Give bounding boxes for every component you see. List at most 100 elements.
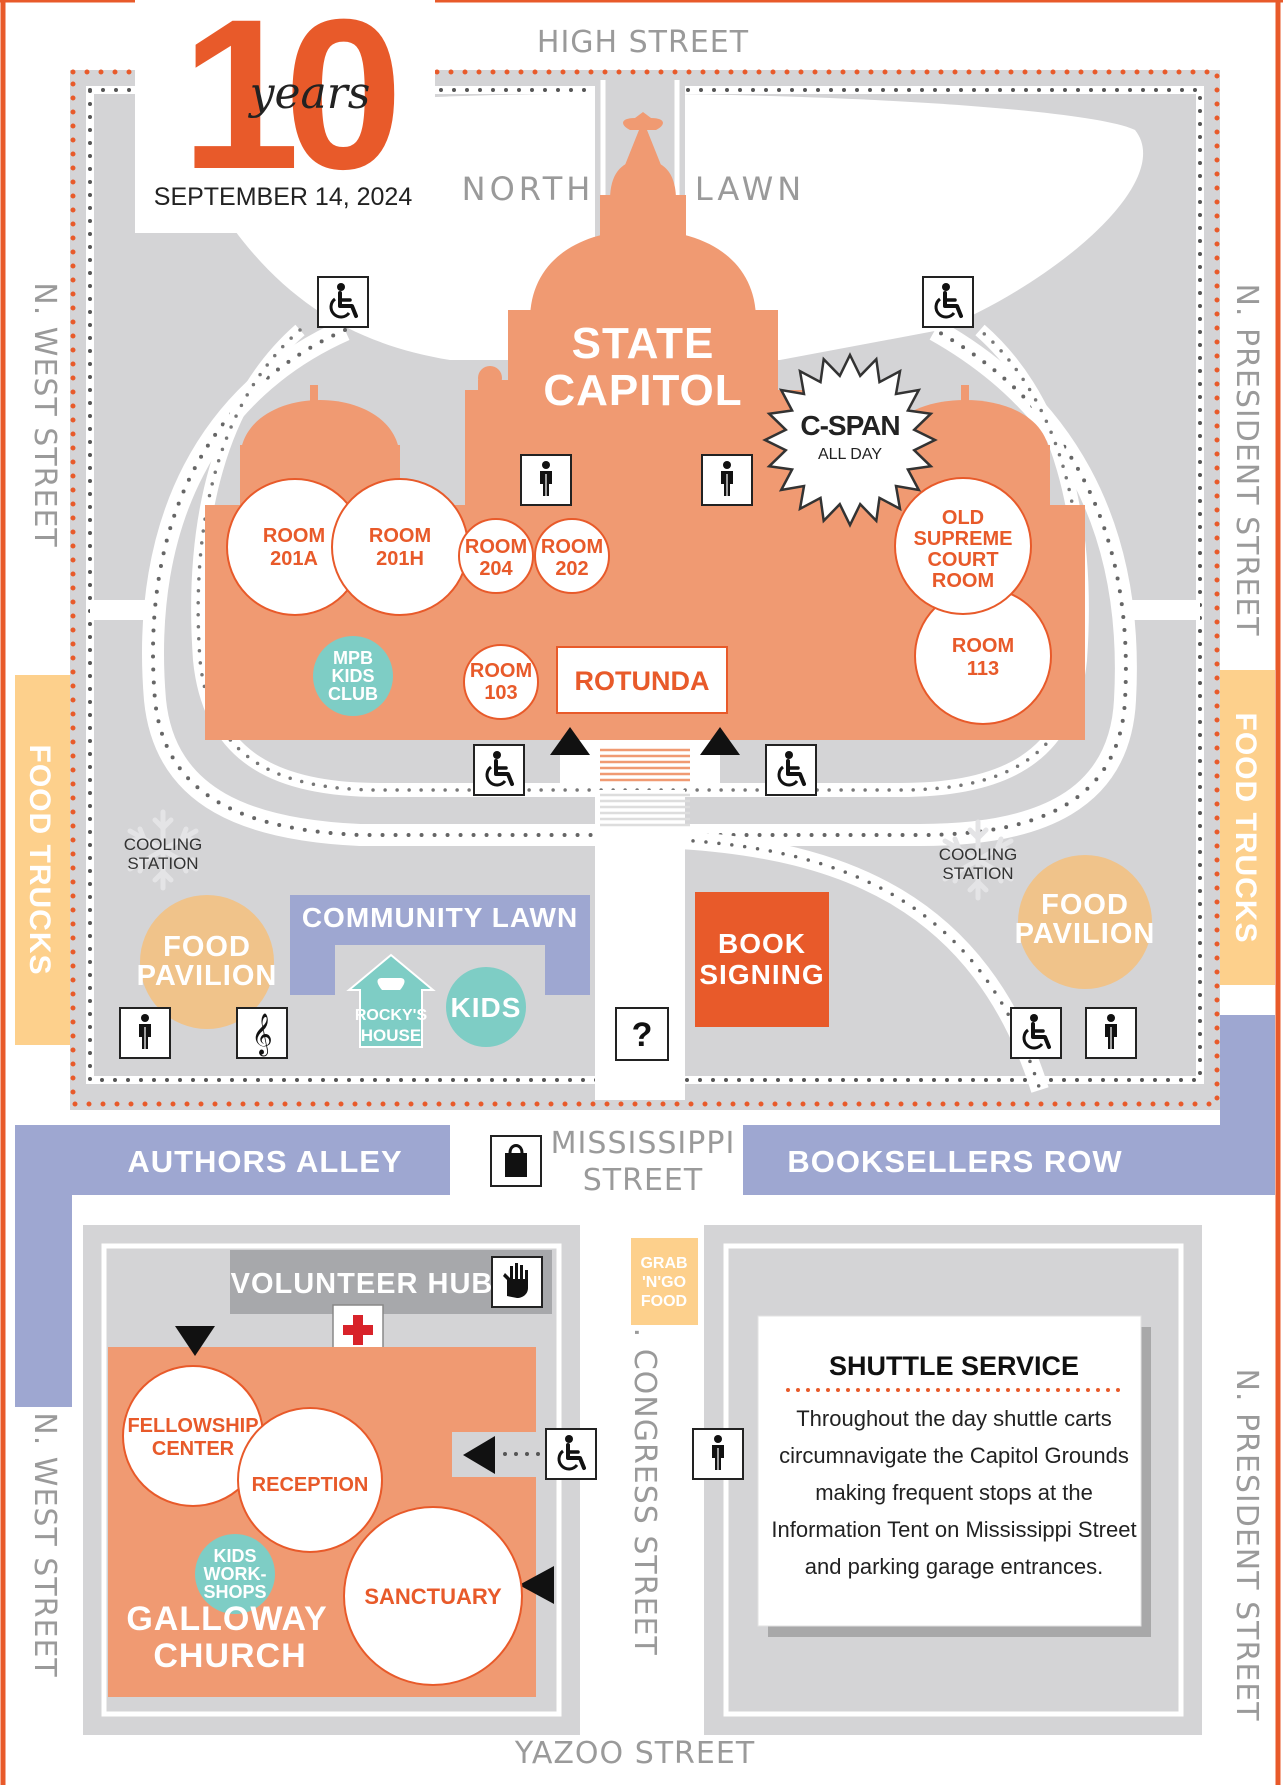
svg-text:WORK-: WORK- [204, 1564, 267, 1584]
cspan-sub: ALL DAY [818, 446, 882, 463]
music-icon: 𝄞 [236, 1007, 288, 1059]
svg-text:COURT: COURT [927, 549, 998, 571]
rotunda[interactable]: ROTUNDA [556, 646, 728, 714]
wheelchair-icon [316, 275, 370, 329]
capitol-title-line2: CAPITOL [543, 366, 742, 415]
capitol-steps [560, 740, 720, 827]
sanctuary[interactable]: SANCTUARY [343, 1506, 523, 1686]
cooling-station-left-line2: STATION [127, 854, 198, 873]
shuttle-title: SHUTTLE SERVICE [829, 1351, 1079, 1381]
street-mississippi-line2: STREET [583, 1163, 703, 1198]
svg-text:ROCKY'S: ROCKY'S [355, 1007, 428, 1024]
street-west-upper: N. WEST STREET [27, 282, 62, 547]
shuttle-line-4: Information Tent on Mississippi Street [771, 1517, 1136, 1542]
svg-text:SANCTUARY: SANCTUARY [364, 1584, 502, 1609]
food-pavilion-left[interactable]: FOOD PAVILION [137, 895, 278, 1029]
shuttle-line-5: and parking garage entrances. [805, 1554, 1103, 1579]
anniversary-logo: 10 years SEPTEMBER 14, 2024 [135, 0, 435, 233]
kids-workshops[interactable]: KIDS WORK- SHOPS [195, 1534, 275, 1614]
entrance-arrow-left [550, 727, 590, 755]
church-name-line1: GALLOWAY [126, 1600, 327, 1638]
grab-n-go-food[interactable]: GRAB 'N'GO FOOD [631, 1238, 698, 1325]
svg-text:ROOM: ROOM [369, 525, 431, 547]
cspan-badge: C-SPAN ALL DAY [762, 352, 938, 528]
svg-text:OLD: OLD [942, 507, 984, 529]
svg-text:SUPREME: SUPREME [914, 528, 1013, 550]
svg-text:201A: 201A [270, 548, 318, 570]
svg-text:ROOM: ROOM [541, 536, 603, 558]
lawn-label-left: NORTH [462, 170, 595, 208]
food-trucks-left[interactable]: FOOD TRUCKS [15, 675, 70, 1045]
svg-text:113: 113 [967, 658, 999, 680]
church-name-line2: CHURCH [153, 1637, 306, 1675]
info-tent[interactable]: ? [615, 1007, 669, 1061]
svg-text:FOOD: FOOD [163, 931, 251, 963]
svg-text:ROTUNDA: ROTUNDA [575, 666, 710, 696]
kids-area[interactable]: KIDS [446, 967, 526, 1047]
church-entrance-arrow-side [463, 1436, 495, 1474]
svg-text:PAVILION: PAVILION [1015, 918, 1156, 950]
lawn-label-right: LAWN [695, 170, 805, 208]
restroom-icon [520, 454, 572, 506]
cspan-title: C-SPAN [800, 410, 899, 441]
fellowship-center[interactable]: FELLOWSHIP CENTER [122, 1365, 264, 1507]
authors-alley-band [15, 1125, 450, 1407]
book-signing[interactable]: BOOK SIGNING [695, 892, 829, 1027]
restroom-icon [1085, 1007, 1137, 1059]
street-high: HIGH STREET [537, 25, 749, 60]
svg-text:FOOD: FOOD [1041, 889, 1129, 921]
svg-text:MPB: MPB [333, 648, 373, 668]
svg-text:ROOM: ROOM [263, 525, 325, 547]
svg-text:VOLUNTEER HUB: VOLUNTEER HUB [231, 1268, 494, 1300]
svg-text:FOOD TRUCKS: FOOD TRUCKS [23, 745, 56, 976]
svg-text:KIDS: KIDS [213, 1546, 256, 1566]
restroom-icon [701, 454, 753, 506]
room-201h[interactable]: ROOM 201H [331, 478, 469, 616]
svg-text:COMMUNITY LAWN: COMMUNITY LAWN [302, 902, 578, 933]
cooling-station-right-line1: COOLING [939, 845, 1017, 864]
wheelchair-icon [544, 1427, 598, 1481]
rockys-house[interactable]: ROCKY'S HOUSE [346, 953, 436, 1048]
cooling-station-right-line2: STATION [942, 864, 1013, 883]
shuttle-line-3: making frequent stops at the [815, 1480, 1093, 1505]
food-pavilion-right[interactable]: FOOD PAVILION [1015, 855, 1156, 989]
svg-text:103: 103 [484, 682, 517, 704]
street-congress: N. CONGRESS STREET [627, 1304, 662, 1656]
event-date: SEPTEMBER 14, 2024 [154, 183, 413, 211]
svg-text:CLUB: CLUB [328, 684, 378, 704]
room-204[interactable]: ROOM 204 [458, 518, 534, 594]
svg-text:FOOD TRUCKS: FOOD TRUCKS [1229, 713, 1262, 944]
volunteer-hand-icon [491, 1256, 543, 1308]
booksellers-row-band [743, 1015, 1275, 1195]
svg-text:KIDS: KIDS [451, 992, 522, 1023]
information-icon: ? [632, 1016, 653, 1054]
street-mississippi-line1: MISSISSIPPI [551, 1126, 736, 1161]
svg-text:SHOPS: SHOPS [203, 1582, 266, 1602]
room-113[interactable]: ROOM 113 [914, 587, 1052, 725]
street-president-upper: N. PRESIDENT STREET [1229, 283, 1264, 636]
church-entrance-arrow-sanctuary [519, 1566, 554, 1604]
svg-text:HOUSE: HOUSE [361, 1026, 421, 1045]
community-lawn[interactable]: COMMUNITY LAWN [290, 895, 590, 995]
svg-text:202: 202 [555, 558, 588, 580]
food-trucks-right[interactable]: FOOD TRUCKS [1220, 670, 1275, 985]
authors-alley-label[interactable]: AUTHORS ALLEY [127, 1144, 402, 1179]
grounds-dotted-border-orange [70, 69, 1220, 1107]
room-202[interactable]: ROOM 202 [534, 518, 610, 594]
room-103[interactable]: ROOM 103 [463, 644, 539, 720]
reception[interactable]: RECEPTION [237, 1407, 383, 1553]
first-aid-icon [332, 1304, 384, 1356]
svg-text:204: 204 [479, 558, 513, 580]
svg-text:'N'GO: 'N'GO [642, 1274, 686, 1291]
svg-text:201H: 201H [376, 548, 424, 570]
svg-text:ROOM: ROOM [465, 536, 527, 558]
svg-text:GRAB: GRAB [640, 1255, 687, 1272]
old-supreme-court-room[interactable]: OLD SUPREME COURT ROOM [894, 477, 1032, 615]
church-entrance-arrow-top [175, 1326, 215, 1356]
mpb-kids-club[interactable]: MPB KIDS CLUB [313, 636, 393, 716]
svg-text:BOOK: BOOK [718, 928, 806, 959]
svg-text:𝄞: 𝄞 [251, 1013, 272, 1056]
street-president-lower: N. PRESIDENT STREET [1229, 1368, 1264, 1721]
booksellers-row-label[interactable]: BOOKSELLERS ROW [787, 1144, 1122, 1179]
